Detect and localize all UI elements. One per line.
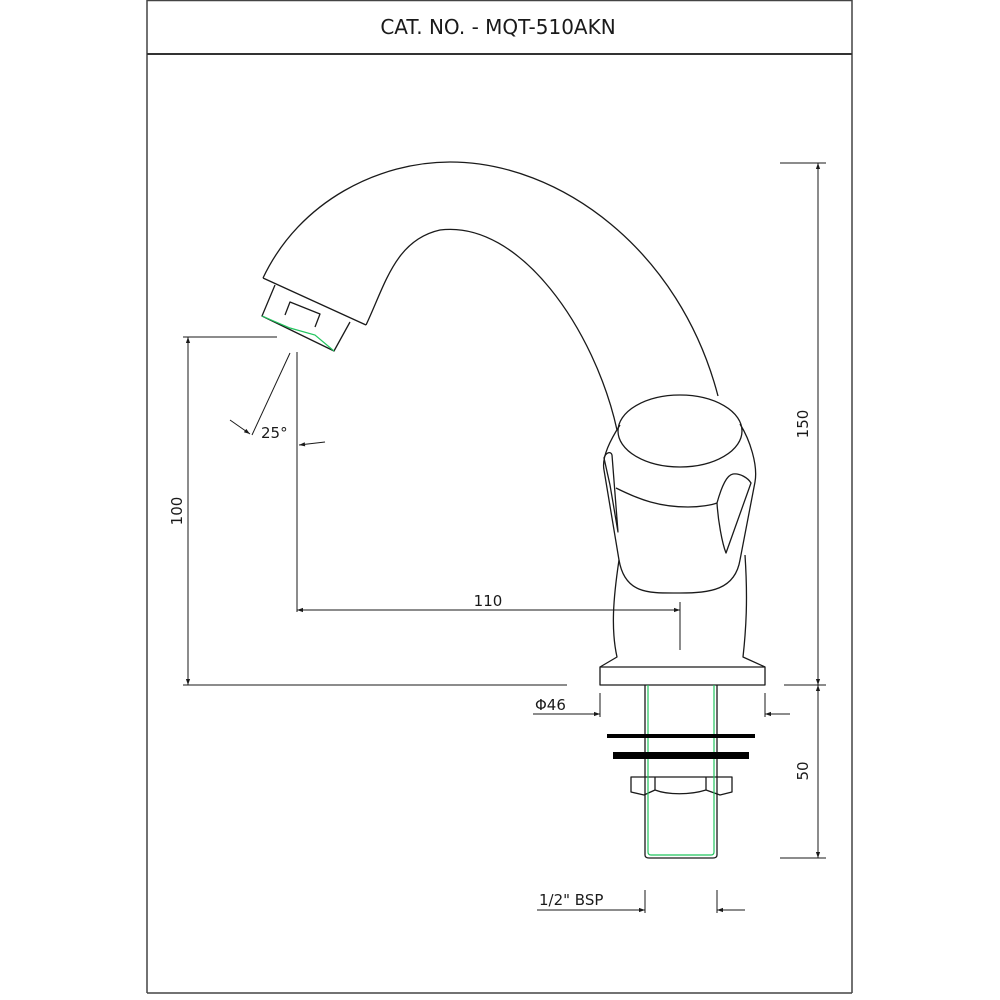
washer-upper	[607, 734, 755, 738]
dimension-lines	[183, 162, 826, 913]
lock-nut	[630, 776, 733, 796]
spout-outer-curve	[262, 161, 719, 397]
aerator-notch	[284, 301, 321, 328]
handle-band	[615, 487, 718, 508]
catalog-number-title: CAT. NO. - MQT-510AKN	[380, 15, 615, 39]
body-neck-left	[599, 559, 620, 668]
body-neck-right	[742, 554, 766, 668]
shank-outline	[644, 685, 718, 859]
dim-base-diameter: Φ46	[535, 696, 566, 714]
dim-thread-size: 1/2" BSP	[539, 891, 603, 909]
drawing-frame	[146, 0, 853, 994]
thread-accent-lines	[261, 315, 715, 856]
body-outline	[602, 423, 757, 594]
aerator-housing	[261, 284, 351, 352]
handle-cap-top	[617, 394, 743, 468]
dim-outlet-height: 100	[168, 497, 186, 526]
dim-spout-angle: 25°	[261, 424, 288, 442]
handle-lever-left	[603, 451, 619, 533]
dim-spout-reach: 110	[474, 592, 503, 610]
washers	[607, 734, 755, 759]
base-plate	[599, 666, 766, 686]
washer-lower	[613, 752, 749, 759]
faucet-outline	[261, 161, 766, 859]
dim-shank-length: 50	[794, 761, 812, 780]
handle-lever-right	[716, 473, 752, 554]
spout-inner-curve	[365, 228, 618, 431]
spout-tip-face	[262, 277, 367, 326]
dim-overall-height: 150	[794, 410, 812, 439]
